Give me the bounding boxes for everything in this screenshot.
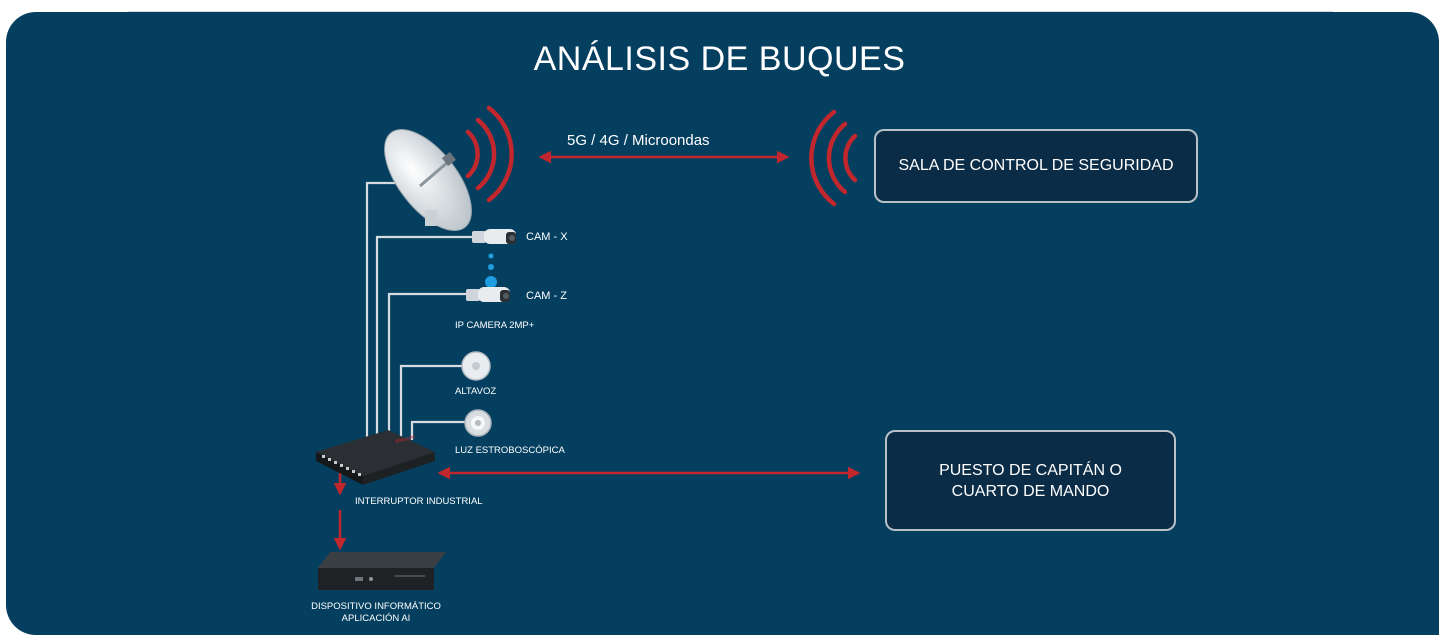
wireless-link-label: 5G / 4G / Microondas xyxy=(567,132,710,149)
control-room-box[interactable]: SALA DE CONTROL DE SEGURIDAD xyxy=(874,129,1198,203)
page-title: ANÁLISIS DE BUQUES xyxy=(533,40,906,78)
computer-label-line2: APLICACIÓN AI xyxy=(341,613,411,624)
captain-box[interactable]: PUESTO DE CAPITÁN O CUARTO DE MANDO xyxy=(885,430,1176,531)
signal-waves-right xyxy=(809,109,858,207)
dot-large xyxy=(485,276,497,288)
cable-antenna xyxy=(365,181,398,440)
cam-z-label: CAM - Z xyxy=(526,290,567,302)
svg-text:Milesight: Milesight xyxy=(395,434,416,445)
cabling xyxy=(365,181,474,440)
speaker-icon xyxy=(461,351,491,381)
diagram-panel xyxy=(6,12,1439,635)
signal-waves-left xyxy=(465,105,514,203)
speaker-label: ALTAVOZ xyxy=(455,386,497,397)
control-room-label: SALA DE CONTROL DE SEGURIDAD xyxy=(898,157,1174,174)
camera-x-icon xyxy=(472,229,516,244)
cam-x-label: CAM - X xyxy=(526,231,568,243)
cable-cam-x xyxy=(375,235,474,440)
captain-label-line1: PUESTO DE CAPITÁN O xyxy=(939,461,1122,479)
dot-small xyxy=(488,253,494,259)
strobe-light-icon xyxy=(464,409,492,437)
arrows xyxy=(333,150,861,551)
cable-strobe xyxy=(410,420,466,440)
cable-cam-z xyxy=(387,292,468,440)
captain-label-line2: CUARTO DE MANDO xyxy=(951,482,1110,500)
strobe-label: LUZ ESTROBOSCÓPICA xyxy=(455,445,565,456)
satellite-dish-icon xyxy=(384,128,472,232)
dot-medium xyxy=(488,264,494,270)
top-divider xyxy=(128,11,1333,12)
camera-z-icon xyxy=(466,287,510,302)
switch-label: INTERRUPTOR INDUSTRIAL xyxy=(355,496,483,507)
ip-camera-label: IP CAMERA 2MP+ xyxy=(455,320,535,331)
industrial-switch-icon: Milesight xyxy=(316,430,435,485)
computer-label-line1: DISPOSITIVO INFORMÁTICO xyxy=(311,601,441,612)
cable-speaker xyxy=(399,364,462,440)
computer-device-icon xyxy=(318,552,446,590)
